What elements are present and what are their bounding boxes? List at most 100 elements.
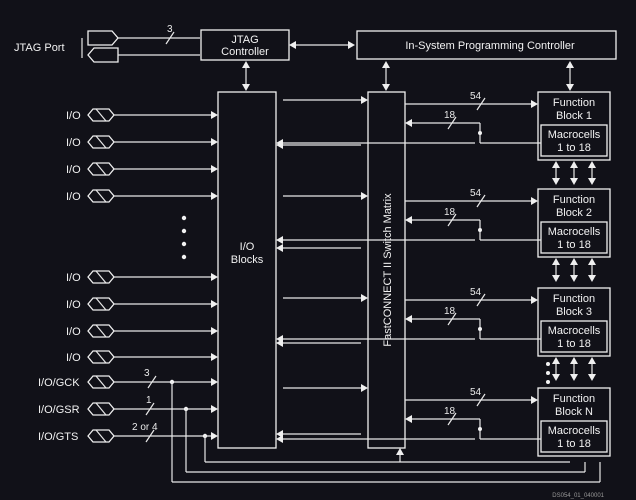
jtag-port-label: JTAG Port	[14, 42, 65, 54]
function-block-title: Block 3	[556, 306, 592, 318]
arrow-head	[396, 448, 404, 455]
arrow-head	[211, 327, 218, 335]
arrow-head	[276, 435, 283, 443]
function-block-title: Function	[553, 393, 595, 405]
bus-slash	[147, 375, 157, 389]
bus-54-label: 54	[470, 387, 482, 398]
bus-slash	[476, 97, 486, 111]
fb-ellipsis-dot	[546, 362, 550, 366]
pad-mark	[95, 402, 107, 416]
io-ellipsis-dot	[181, 215, 187, 221]
switch-matrix-label: FastCONNECT II Switch Matrix	[382, 193, 394, 347]
io-pin-label: I/O	[66, 352, 81, 364]
bus-slash	[476, 393, 486, 407]
bus-54-label: 54	[470, 188, 482, 199]
function-block-title: Function	[553, 97, 595, 109]
arrow-head	[570, 374, 578, 381]
io-pins-group: I/OI/OI/OI/OI/OI/OI/OI/O	[66, 108, 218, 364]
macrocells-label: 1 to 18	[557, 338, 591, 350]
arrow-head	[211, 111, 218, 119]
macrocells-box	[540, 420, 608, 453]
arrow-head	[570, 258, 578, 265]
io-ellipsis-dot	[181, 254, 187, 260]
io-ellipsis-dot	[181, 228, 187, 234]
io-pin-label: I/O	[66, 110, 81, 122]
arrow-head	[552, 161, 560, 168]
bus-18-label: 18	[444, 110, 456, 121]
arrow-head	[588, 374, 596, 381]
bus-slash	[447, 412, 457, 426]
fb-ellipsis-dot	[546, 380, 550, 384]
io-pin-label: I/O	[66, 326, 81, 338]
io-pin-label: I/O	[66, 164, 81, 176]
arrow-head	[405, 119, 412, 127]
macrocells-box	[540, 124, 608, 157]
bus-18-label: 18	[444, 406, 456, 417]
switch-matrix-box	[367, 91, 406, 449]
isp-controller-box	[356, 30, 617, 60]
arrow-head	[588, 258, 596, 265]
macrocells-label: 1 to 18	[557, 142, 591, 154]
function-block-title: Block 2	[556, 207, 592, 219]
io-pin-label: I/O	[66, 272, 81, 284]
arrow-head	[552, 178, 560, 185]
pad-mark	[95, 324, 107, 338]
pad-mark	[95, 108, 107, 122]
pad-mark	[95, 162, 107, 176]
bus-slash	[476, 293, 486, 307]
figure-id: DS054_01_040001	[552, 493, 604, 499]
arrow-head	[405, 415, 412, 423]
jtag-pad-out	[87, 47, 119, 63]
arrow-head	[552, 374, 560, 381]
function-block-box	[537, 387, 611, 457]
arrow-head	[588, 357, 596, 364]
arrow-head	[361, 192, 368, 200]
arrow-head	[361, 384, 368, 392]
pad-mark	[95, 429, 107, 443]
macrocells-label: Macrocells	[548, 129, 601, 141]
bus-slash	[145, 402, 155, 416]
arrow-head	[211, 432, 218, 440]
arrow-head	[211, 192, 218, 200]
bus-slash	[145, 429, 155, 443]
macrocells-label: 1 to 18	[557, 438, 591, 450]
pad-mark	[95, 189, 107, 203]
arrow-head	[211, 273, 218, 281]
function-block-box	[537, 188, 611, 258]
macrocells-label: 1 to 18	[557, 239, 591, 251]
arrow-head	[570, 178, 578, 185]
arrow-head	[531, 100, 538, 108]
special-pin-label: I/O/GTS	[38, 431, 78, 443]
io-pin-label: I/O	[66, 191, 81, 203]
pad-mark	[95, 297, 107, 311]
function-block-box	[537, 287, 611, 357]
io-pin-label: I/O	[66, 299, 81, 311]
function-block-title: Function	[553, 194, 595, 206]
function-block-title: Block N	[555, 406, 593, 418]
macrocells-label: Macrocells	[548, 226, 601, 238]
io-blocks-label-1: I/O	[240, 241, 255, 253]
jtag-controller-label-1: JTAG	[231, 34, 258, 46]
arrow-head	[211, 138, 218, 146]
arrow-head	[211, 165, 218, 173]
arrow-head	[211, 405, 218, 413]
bus-18-label: 18	[444, 306, 456, 317]
arrow-head	[211, 300, 218, 308]
junction-dot	[478, 427, 482, 431]
arrow-head	[570, 357, 578, 364]
pad-mark	[95, 135, 107, 149]
macrocells-box	[540, 221, 608, 254]
arrow-head	[552, 258, 560, 265]
arrow-head	[276, 236, 283, 244]
function-block-title: Block 1	[556, 110, 592, 122]
arrow-head	[276, 139, 283, 147]
fb-ellipsis-dot	[546, 371, 550, 375]
arrow-head	[531, 396, 538, 404]
macrocells-box	[540, 320, 608, 353]
jtag-pad-in	[87, 30, 119, 46]
pad-mark	[95, 375, 107, 389]
arrow-head	[570, 161, 578, 168]
junction-dot	[478, 327, 482, 331]
junction-dot	[478, 228, 482, 232]
